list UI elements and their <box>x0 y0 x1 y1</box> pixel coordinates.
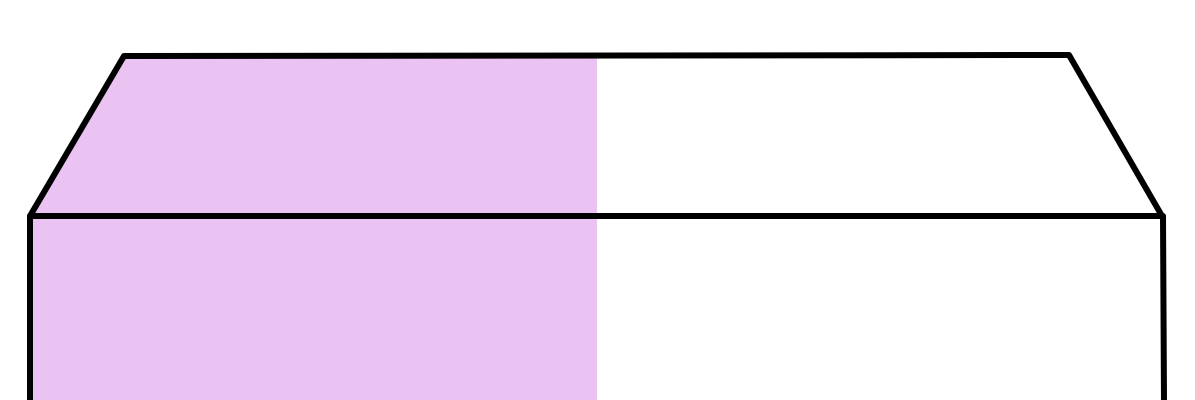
shaded-half-region <box>30 58 597 400</box>
front-right-edge <box>1160 213 1167 400</box>
